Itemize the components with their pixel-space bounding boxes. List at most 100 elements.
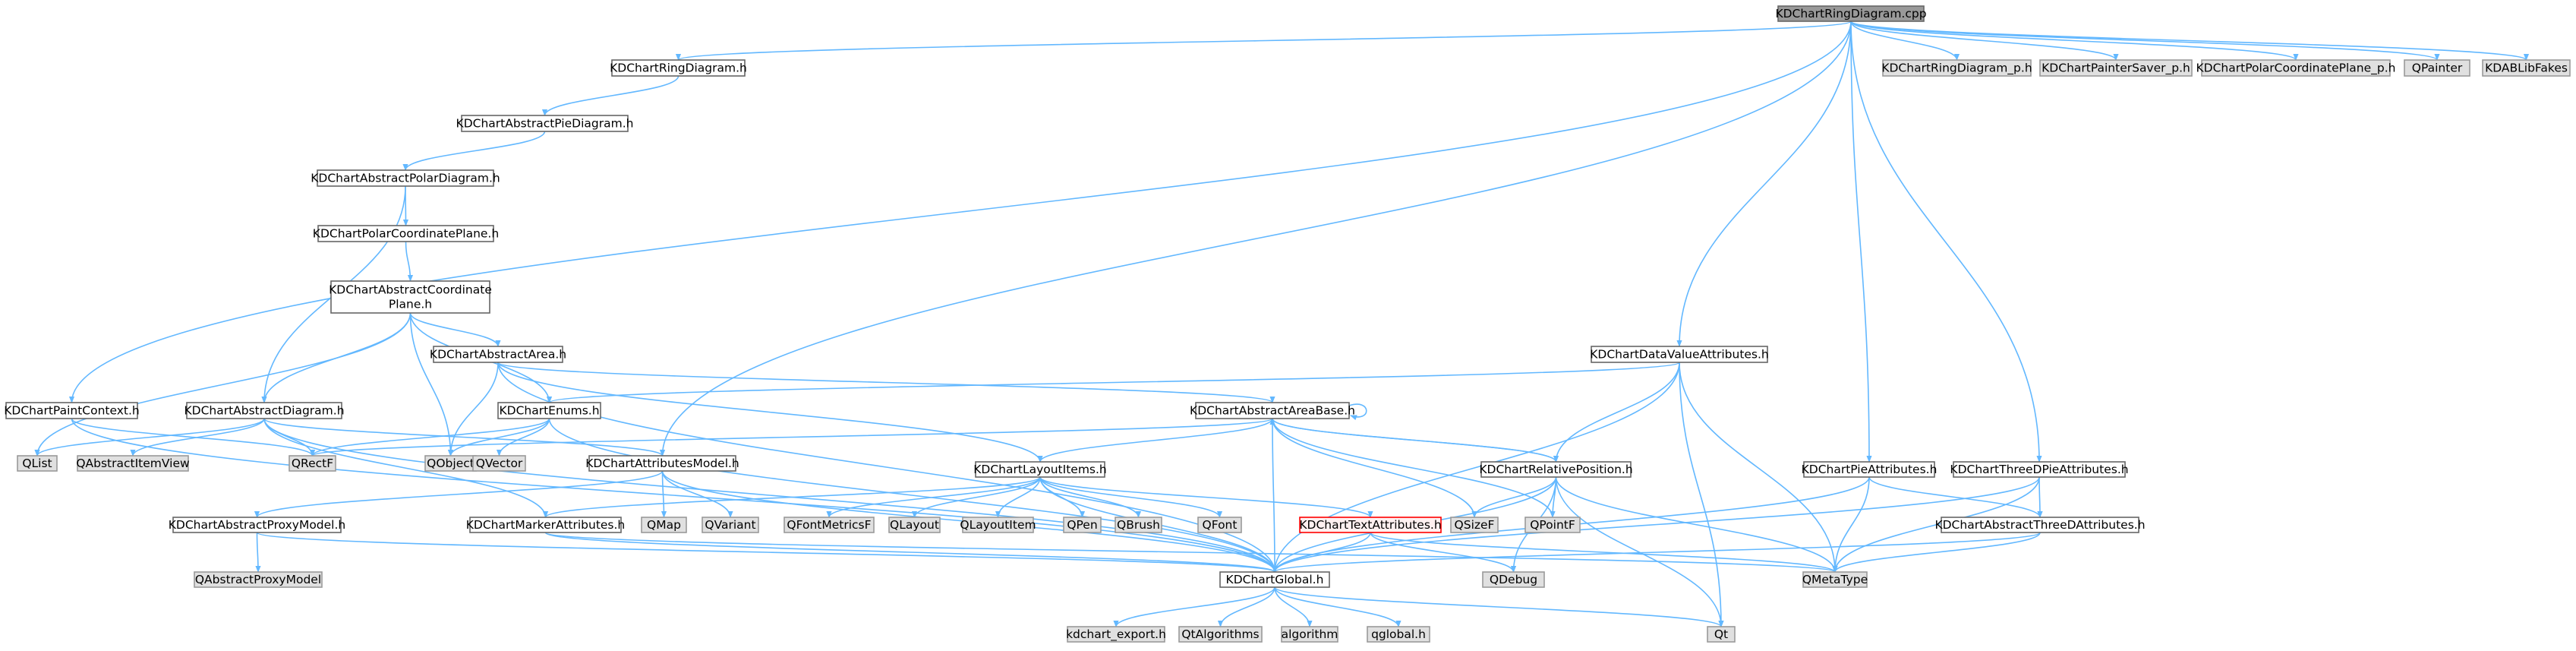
edge-absdiag-to-global [263,418,1278,573]
node-relpos[interactable]: KDChartRelativePosition.h [1479,461,1633,478]
node-absdiag[interactable]: KDChartAbstractDiagram.h [184,402,345,419]
node-label: qglobal.h [1371,627,1426,641]
edge-pieattr-to-abs3d [1868,476,2043,518]
node-box [194,571,323,588]
node-box [1480,461,1632,478]
node-box [1067,626,1165,643]
edge-paintctx-to-qrectf [71,418,315,457]
node-abs3d[interactable]: KDChartAbstractThreeDAttributes.h [1934,517,2146,533]
node-label: KDChartPolarCoordinatePlane.h [313,227,499,241]
edge-pieattr-to-qmetatype [1832,476,1870,573]
node-ringh[interactable]: KDChartRingDiagram.h [610,59,747,77]
node-polarplane[interactable]: KDChartPolarCoordinatePlane.h [313,225,499,242]
node-root[interactable]: KDChartRingDiagram.cpp [1775,5,1927,22]
edge-enums-to-qvector [496,418,550,457]
node-box [1299,517,1442,533]
node-label: QBrush [1117,518,1160,532]
node-box [588,455,736,472]
edge-proxymodel-to-global [256,532,1278,573]
edge-absarea-to-global [497,362,1278,573]
node-box [611,59,746,77]
edge-line [255,532,261,573]
edge-line [1850,21,2529,61]
node-layout[interactable]: KDChartLayoutItems.h [973,461,1107,478]
node-box [1882,59,2032,77]
node-abspolar[interactable]: KDChartAbstractPolarDiagram.h [311,169,500,187]
edge-line [310,418,550,457]
edge-line [659,21,1852,457]
node-label: KDChartPaintContext.h [4,404,140,418]
node-label: Plane.h [389,298,432,311]
node-textattr[interactable]: KDChartTextAttributes.h [1299,517,1442,533]
node-threedpie[interactable]: KDChartThreeDPieAttributes.h [1950,461,2129,478]
node-label: KDChartEnums.h [499,404,599,418]
node-box [2404,59,2470,77]
node-label: QPointF [1530,518,1575,532]
node-enums[interactable]: KDChartEnums.h [497,402,601,419]
edge-line [447,418,550,457]
node-areabase[interactable]: KDChartAbstractAreaBase.h [1190,402,1355,419]
node-label: KDChartTextAttributes.h [1299,518,1441,532]
node-qfont: QFont [1197,517,1242,533]
edge-root-to-ringh [676,21,1852,61]
node-box [641,517,687,533]
node-label: algorithm [1282,627,1338,641]
edge-line [1272,476,2040,573]
edge-abs3d-to-qmetatype [1832,532,2041,573]
node-marker[interactable]: KDChartMarkerAttributes.h [466,517,626,533]
node-label: QtAlgorithms [1181,627,1259,641]
node-box [5,402,138,419]
edge-line [1555,476,1838,573]
edge-root-to-ringp [1850,21,1960,61]
edge-textattr-to-qdebug [1370,532,1517,573]
node-pieattr[interactable]: KDChartPieAttributes.h [1802,461,1938,478]
node-label: KDChartAbstractProxyModel.h [169,518,346,532]
edge-absdiag-to-attrmodel [263,418,665,457]
edge-global-to-kdexport [1113,586,1275,627]
edge-dva-to-relpos [1553,362,1680,463]
node-proxymodel[interactable]: KDChartAbstractProxyModel.h [169,517,346,533]
node-polarp: KDChartPolarCoordinatePlane_p.h [2196,59,2395,77]
edge-line [1113,586,1275,627]
node-box [975,461,1105,478]
edge-relpos-to-areabase [1269,418,1557,463]
node-qtalgo: QtAlgorithms [1178,626,1263,643]
node-label: KDChartAbstractPieDiagram.h [456,117,634,131]
node-attrmodel[interactable]: KDChartAttributesModel.h [585,455,739,472]
edge-textattr-to-qmetatype [1370,532,1838,573]
edge-line [1274,586,1313,627]
edge-line [1039,476,1142,518]
edge-absarea-to-areabase [497,362,1275,403]
edge-line [409,312,501,347]
node-paintctx[interactable]: KDChartPaintContext.h [4,402,140,419]
edge-root-to-dva [1676,21,1852,347]
node-box [1197,517,1242,533]
node-label: KDChartThreeDPieAttributes.h [1950,463,2128,476]
node-abspie[interactable]: KDChartAbstractPieDiagram.h [456,115,634,132]
node-box [317,169,494,187]
edge-line [1272,362,1680,573]
node-absarea[interactable]: KDChartAbstractArea.h [430,346,566,363]
edge-line [1348,403,1367,421]
edge-root-to-kdab [1850,21,2529,61]
edge-global-to-qt [1274,586,1724,627]
edge-line [497,362,1275,403]
node-box [330,280,490,314]
node-box [1367,626,1430,643]
node-label: KDChartRingDiagram_p.h [1881,62,2032,76]
edge-abs3d-to-global [1272,532,2041,573]
node-qpointf: QPointF [1524,517,1581,533]
node-global[interactable]: KDChartGlobal.h [1219,571,1330,588]
node-label: QFontMetricsF [787,518,871,532]
edge-line [1555,476,1724,627]
node-label: KDChartAbstractAreaBase.h [1190,404,1355,418]
node-dva[interactable]: KDChartDataValueAttributes.h [1590,346,1769,363]
edge-line [1039,476,1373,518]
edge-layout-to-marker [543,476,1041,518]
edge-root-to-qpainter [1850,21,2440,61]
edge-root-to-painterp [1850,21,2119,61]
edge-absdiag-to-marker [263,418,549,518]
edge-attrmodel-to-qvariant [661,470,733,518]
node-box [1524,517,1581,533]
